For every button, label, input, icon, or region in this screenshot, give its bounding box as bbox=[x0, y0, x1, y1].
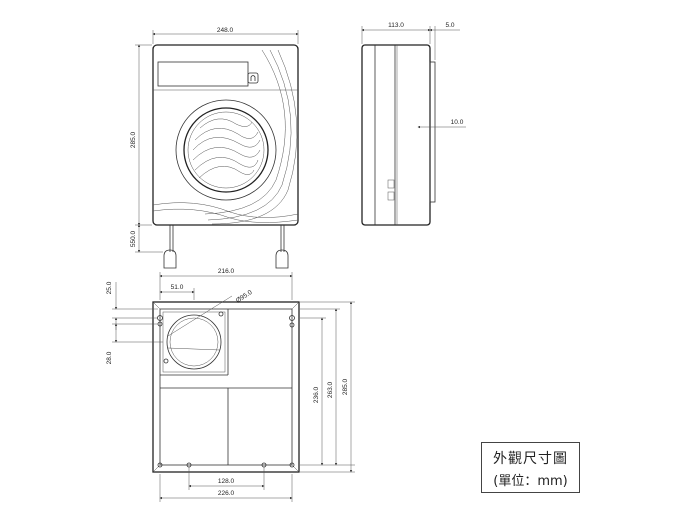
front-button-icon bbox=[247, 72, 259, 84]
front-view: 248.0 285.0 550.0 bbox=[130, 27, 299, 269]
front-grille-outer bbox=[175, 99, 277, 201]
plan-right-inner-label: 236.0 bbox=[313, 386, 320, 403]
front-display-panel bbox=[157, 61, 249, 87]
front-width-label: 248.0 bbox=[217, 27, 234, 34]
plan-left-top-label: 25.0 bbox=[106, 281, 113, 294]
front-plug-right bbox=[275, 249, 289, 269]
plan-bottom-outer-label: 226.0 bbox=[218, 490, 235, 497]
dimension-legend-box: 外觀尺寸圖 (單位：mm) bbox=[481, 442, 580, 493]
plan-right-outer-label: 285.0 bbox=[342, 378, 349, 395]
legend-title: 外觀尺寸圖 bbox=[493, 451, 568, 467]
side-flange-label: 5.0 bbox=[445, 22, 454, 29]
plan-screw-holes bbox=[157, 311, 295, 468]
plan-right-mid-label: 263.0 bbox=[327, 381, 334, 398]
plan-left-bottom-label: 28.0 bbox=[106, 351, 113, 364]
front-height-label: 285.0 bbox=[130, 131, 137, 148]
plan-outer-frame bbox=[152, 301, 300, 473]
plan-duct-offset-label: 51.0 bbox=[171, 284, 184, 291]
side-body bbox=[361, 44, 431, 226]
front-clearance-label: 550.0 bbox=[130, 230, 137, 247]
side-view: 113.0 5.0 10.0 bbox=[361, 22, 466, 226]
front-plug-left bbox=[163, 249, 177, 269]
side-depth-label: 113.0 bbox=[388, 22, 404, 29]
plan-duct-circle bbox=[166, 314, 222, 370]
side-flange bbox=[429, 61, 436, 203]
legend-unit: (單位：mm) bbox=[493, 474, 568, 489]
side-lip-label: 10.0 bbox=[451, 119, 464, 126]
plan-top-width-label: 216.0 bbox=[218, 268, 235, 275]
plan-bottom-inner-label: 128.0 bbox=[218, 478, 235, 485]
front-body bbox=[152, 44, 299, 226]
mount-plan: 216.0 51.0 Ø95.0 25.0 28.0 236.0 263.0 2… bbox=[106, 268, 355, 502]
